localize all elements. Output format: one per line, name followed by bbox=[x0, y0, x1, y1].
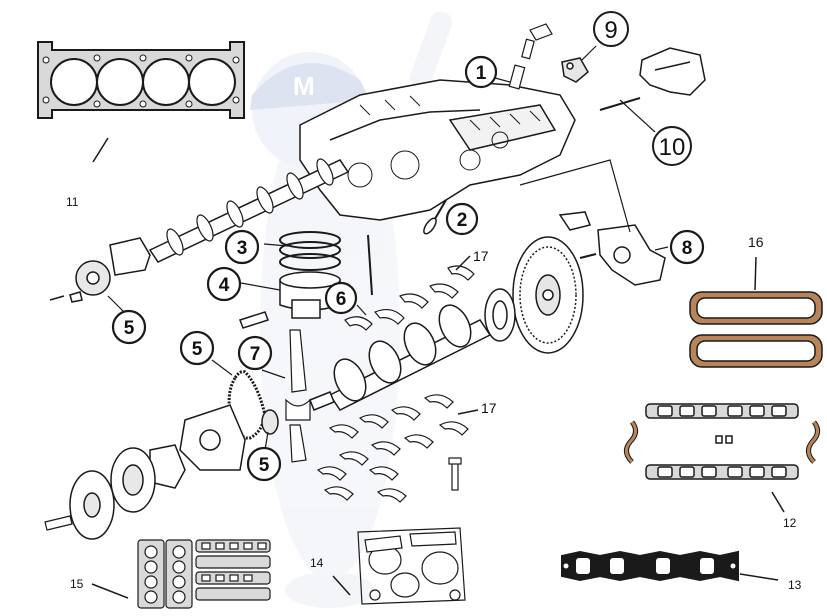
connecting-rods bbox=[285, 329, 311, 463]
svg-text:7: 7 bbox=[250, 344, 261, 365]
intake-gaskets bbox=[624, 403, 820, 480]
oil-pump bbox=[558, 211, 666, 286]
main-bearings bbox=[344, 265, 475, 331]
svg-text:M: M bbox=[293, 71, 315, 101]
crank-sprocket bbox=[261, 409, 279, 435]
front-cover bbox=[149, 404, 246, 489]
label-14: 14 bbox=[310, 556, 324, 570]
svg-text:9: 9 bbox=[604, 17, 617, 44]
svg-text:1: 1 bbox=[476, 63, 487, 84]
piston bbox=[239, 271, 341, 329]
callout-6: 6 bbox=[324, 281, 358, 315]
svg-text:5: 5 bbox=[259, 455, 270, 476]
rod-bearings bbox=[316, 394, 469, 503]
lower-gasket-set bbox=[357, 527, 466, 605]
valve-cover-gaskets bbox=[689, 291, 823, 368]
svg-text:2: 2 bbox=[457, 210, 468, 231]
svg-text:5: 5 bbox=[192, 339, 203, 360]
piston-rings bbox=[279, 231, 341, 271]
callout-5-cam: 5 bbox=[111, 309, 147, 345]
callout-9: 9 bbox=[593, 11, 629, 47]
cam-sprocket bbox=[49, 237, 151, 303]
callout-1: 1 bbox=[464, 55, 498, 89]
label-12: 12 bbox=[783, 516, 797, 530]
callout-3: 3 bbox=[224, 229, 260, 265]
exhaust-gasket bbox=[561, 550, 739, 582]
valve bbox=[423, 199, 447, 235]
harmonic-balancer bbox=[110, 447, 156, 513]
callout-4: 4 bbox=[206, 266, 242, 302]
full-gasket-set bbox=[137, 539, 271, 609]
rear-seal bbox=[484, 288, 516, 342]
callout-8: 8 bbox=[669, 229, 705, 265]
svg-text:5: 5 bbox=[124, 318, 135, 339]
svg-text:4: 4 bbox=[219, 275, 230, 296]
rocker-arm bbox=[508, 23, 553, 90]
label-15: 15 bbox=[70, 577, 84, 591]
label-17-upper: 17 bbox=[473, 248, 489, 264]
head-gasket bbox=[37, 41, 245, 119]
callout-7: 7 bbox=[237, 335, 273, 371]
damper-bolt bbox=[44, 515, 73, 531]
callout-2: 2 bbox=[445, 202, 479, 236]
svg-text:6: 6 bbox=[336, 289, 347, 310]
label-13: 13 bbox=[788, 578, 802, 592]
oil-pickup bbox=[599, 47, 706, 111]
svg-text:10: 10 bbox=[659, 134, 686, 161]
rocker-part-9 bbox=[561, 57, 589, 83]
label-11: 11 bbox=[66, 195, 79, 209]
svg-text:3: 3 bbox=[237, 238, 248, 259]
pushrod bbox=[367, 234, 373, 296]
callout-10: 10 bbox=[652, 126, 692, 166]
crank-pulley bbox=[69, 470, 115, 540]
flywheel bbox=[512, 236, 584, 354]
callout-5-chain: 5 bbox=[179, 330, 215, 366]
camshaft bbox=[148, 158, 350, 263]
label-17-lower: 17 bbox=[481, 400, 497, 416]
main-bolt bbox=[448, 457, 462, 491]
svg-text:8: 8 bbox=[682, 238, 693, 259]
crankshaft bbox=[309, 304, 492, 411]
engine-block bbox=[299, 79, 576, 221]
callout-5-sprocket: 5 bbox=[246, 446, 282, 482]
label-16: 16 bbox=[748, 234, 764, 250]
